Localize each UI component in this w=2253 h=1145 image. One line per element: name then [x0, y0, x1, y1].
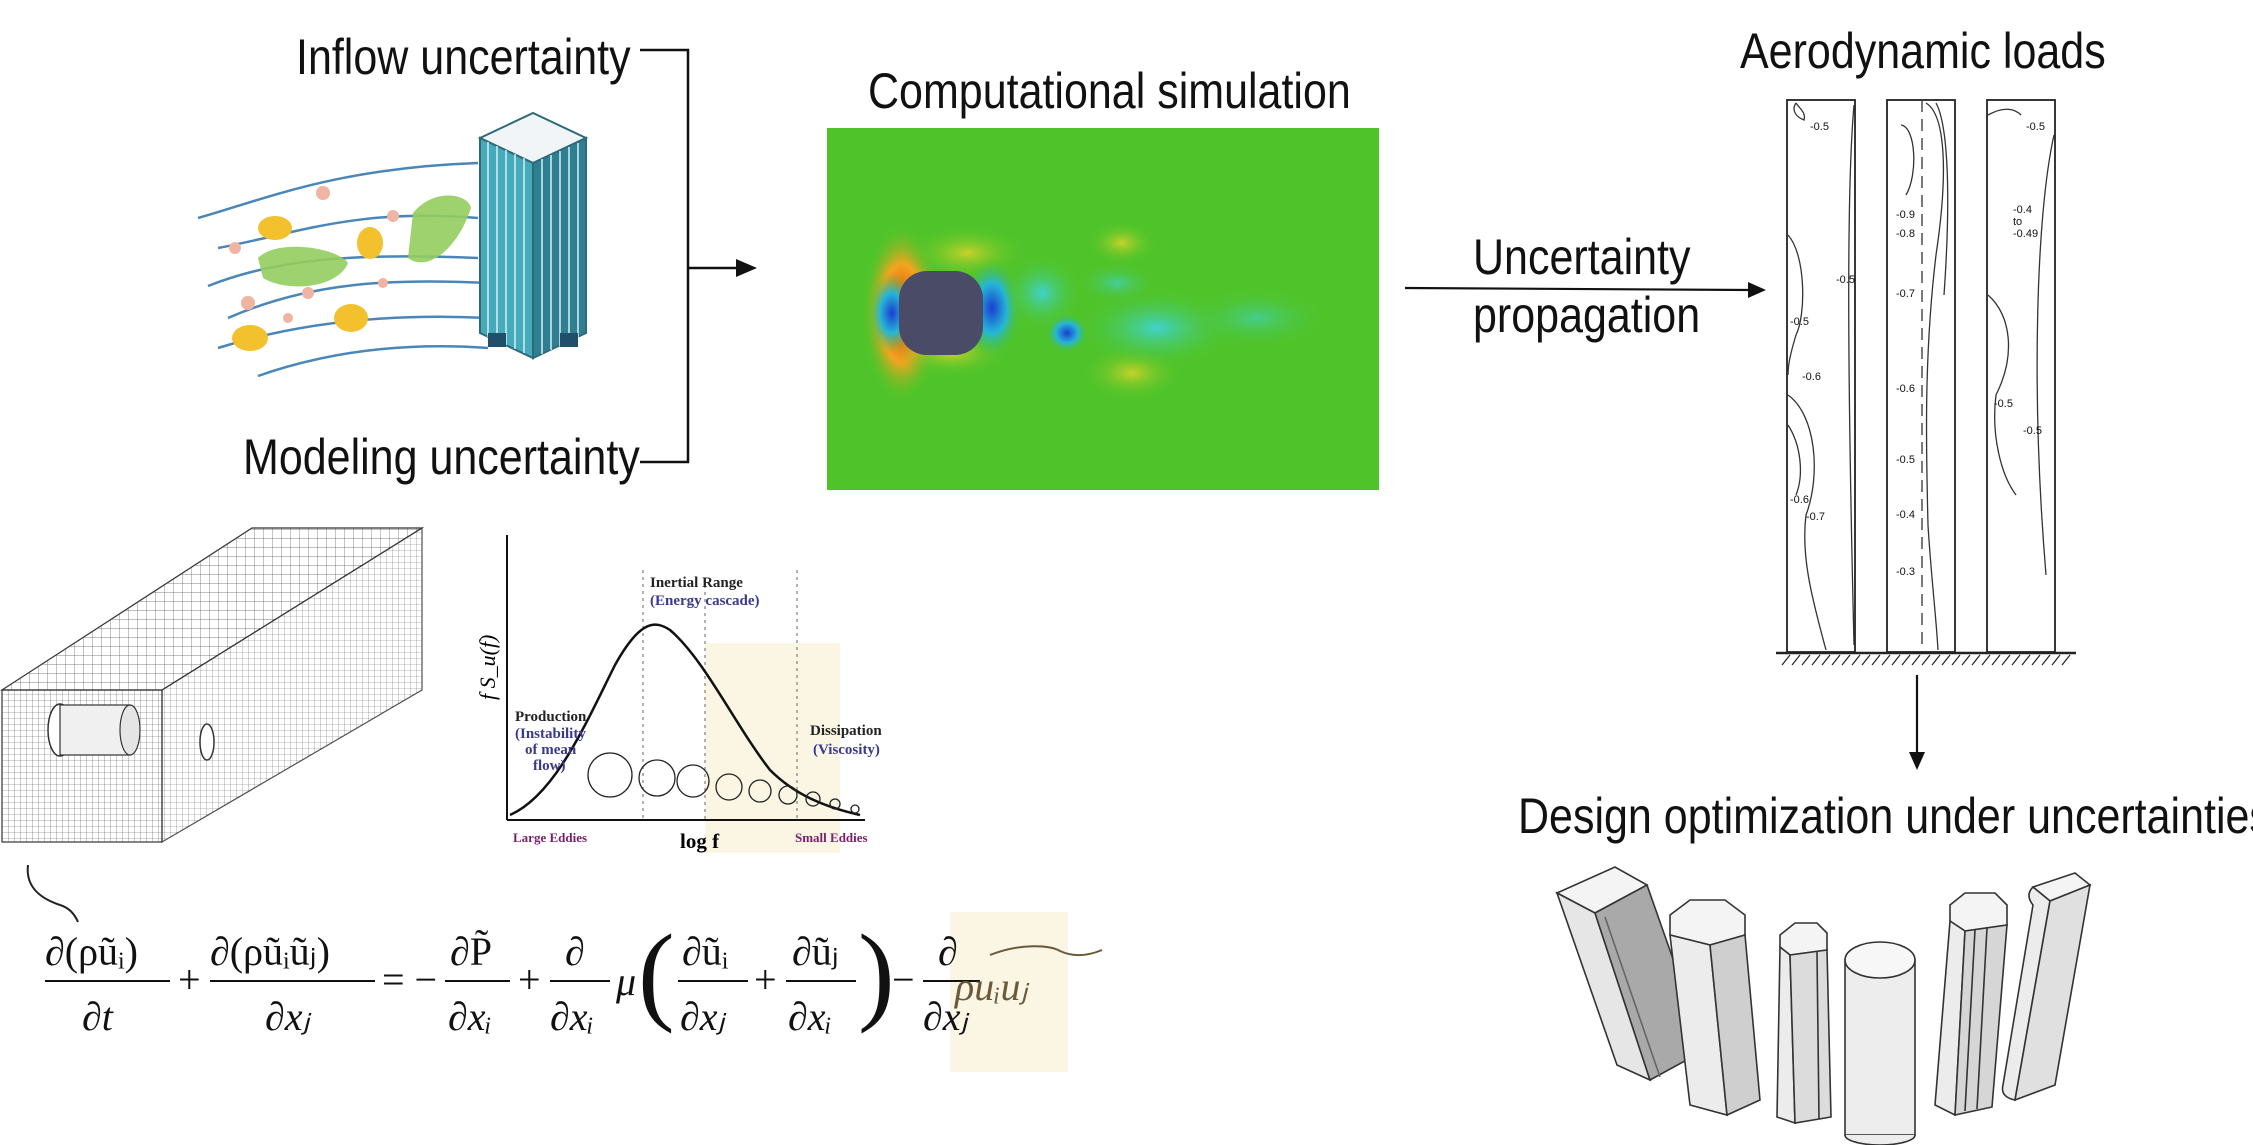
reynolds-stress-highlight	[950, 912, 1068, 1072]
spectrum-y-label: f S_u(f)	[475, 635, 500, 700]
aerodynamic-loads-label: Aerodynamic loads	[1740, 23, 2106, 79]
contour-label: -0.5	[2023, 425, 2042, 437]
eq-rhs4-numerator: ∂ũⱼ	[792, 929, 839, 974]
contour-label: -0.6	[1896, 383, 1915, 395]
computational-mesh	[0, 526, 425, 844]
spectrum-x-label: log f	[680, 829, 720, 853]
energy-spectrum: f S_u(f) log f Inertial Range (Energy ca…	[475, 535, 882, 853]
cfd-flow-field	[827, 128, 1379, 490]
pressure-contours: -0.5 -0.5 -0.5 -0.6 -0.6 -0.7 -0.9 -0.8 …	[1776, 99, 2076, 666]
inflow-uncertainty-label: Inflow uncertainty	[296, 29, 631, 85]
large-eddies-label: Large Eddies	[513, 830, 587, 845]
eq-left-paren: (	[638, 912, 675, 1034]
dissipation-title: Dissipation	[810, 723, 882, 739]
uncertainty-propagation-line2: propagation	[1473, 287, 1701, 343]
contour-label: -0.4	[2013, 204, 2032, 216]
contour-label: -0.6	[1802, 371, 1821, 383]
eq-rhs3-numerator: ∂ũᵢ	[682, 929, 729, 974]
eq-rhs1-numerator: ∂P̃	[450, 929, 492, 974]
uncertainty-propagation-line1: Uncertainty	[1473, 229, 1691, 285]
eq-rhs5-denominator: ∂xⱼ	[923, 994, 970, 1039]
eq-lhs1-denominator: ∂t	[82, 994, 114, 1039]
contour-label: -0.5	[1790, 316, 1809, 328]
contour-label: to	[2013, 216, 2022, 228]
inertial-range-sub: (Energy cascade)	[650, 593, 760, 609]
contour-label: -0.9	[1896, 209, 1915, 221]
eq-lhs2-denominator: ∂xⱼ	[265, 994, 312, 1039]
rans-equation: ∂(ρũᵢ) ∂t + ∂(ρũᵢũⱼ) ∂xⱼ = − ∂P̃ ∂xᵢ + ∂…	[45, 912, 1103, 1039]
eq-rhs4-denominator: ∂xᵢ	[788, 994, 832, 1039]
contour-label: -0.5	[1836, 274, 1855, 286]
small-eddies-label: Small Eddies	[795, 830, 868, 845]
eq-plus: +	[518, 957, 541, 1002]
dissipation-sub: (Viscosity)	[813, 742, 880, 758]
eq-equals: = −	[382, 957, 437, 1002]
design-optimization-label: Design optimization under uncertainties	[1518, 788, 2253, 844]
mesh-leader-line	[26, 864, 79, 923]
inertial-range-title: Inertial Range	[650, 575, 743, 591]
production-sub-3: flow)	[533, 758, 566, 774]
contour-label: -0.5	[1810, 121, 1829, 133]
production-sub-2: of mean	[525, 742, 577, 758]
contour-label: -0.8	[1896, 228, 1915, 240]
contour-label: -0.5	[1994, 398, 2013, 410]
contour-label: -0.5	[1896, 454, 1915, 466]
contour-label: -0.5	[2026, 121, 2045, 133]
contour-label: -0.49	[2013, 228, 2038, 240]
contour-label: -0.7	[1806, 511, 1825, 523]
eq-rhs2-numerator: ∂	[565, 929, 585, 974]
eq-lhs2-numerator: ∂(ρũᵢũⱼ)	[210, 929, 330, 974]
eq-rhs5-numerator: ∂	[938, 929, 958, 974]
eq-lhs1-numerator: ∂(ρũᵢ)	[45, 929, 138, 974]
production-sub-1: (Instability	[515, 726, 586, 742]
computational-simulation-label: Computational simulation	[868, 63, 1351, 119]
contour-label: -0.6	[1790, 494, 1809, 506]
contour-label: -0.4	[1896, 509, 1915, 521]
production-title: Production	[515, 709, 587, 725]
eq-reynolds-stress: ρuᵢuⱼ	[953, 964, 1030, 1009]
inflow-illustration	[197, 111, 589, 378]
eq-mu: μ	[615, 959, 636, 1004]
eq-rhs2-denominator: ∂xᵢ	[550, 994, 594, 1039]
modeling-uncertainty-label: Modeling uncertainty	[243, 429, 640, 485]
building-shapes	[1555, 866, 2092, 1145]
eq-plus: +	[754, 957, 777, 1002]
eq-minus: −	[892, 957, 915, 1002]
eq-plus: +	[178, 957, 201, 1002]
eq-rhs3-denominator: ∂xⱼ	[680, 994, 727, 1039]
contour-label: -0.3	[1896, 566, 1915, 578]
eq-right-paren: )	[858, 912, 895, 1034]
contour-label: -0.7	[1896, 288, 1915, 300]
eq-rhs1-denominator: ∂xᵢ	[448, 994, 492, 1039]
